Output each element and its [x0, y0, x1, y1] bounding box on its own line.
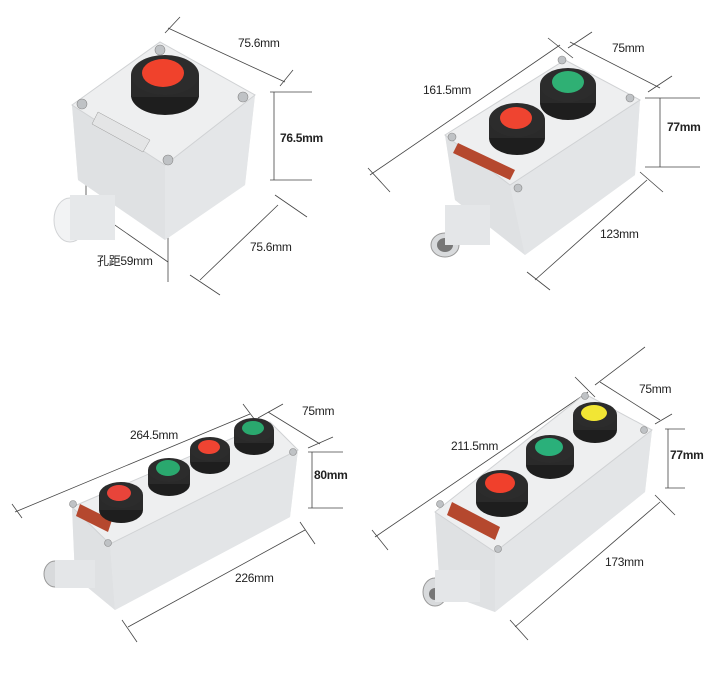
panel-two-buttons: 161.5mm 75mm 77mm 123mm [360, 0, 720, 341]
dim-width: 75mm [639, 382, 672, 396]
panel-single-button: 75.6mm 76.5mm 75.6mm 孔距59mm [0, 0, 360, 341]
dim-length: 161.5mm [423, 83, 471, 97]
dim-height: 76.5mm [280, 131, 323, 145]
dim-base-length: 226mm [235, 571, 274, 585]
two-button-box-illustration [367, 31, 700, 291]
red-button-icon [500, 107, 532, 129]
red-button-icon [485, 473, 515, 493]
dim-height: 77mm [670, 448, 704, 462]
dim-top-width: 75.6mm [238, 36, 280, 50]
dim-depth: 75.6mm [250, 240, 292, 254]
red-button-icon [107, 485, 131, 501]
dim-length: 264.5mm [130, 428, 178, 442]
panel-three-buttons: 211.5mm 75mm 77mm 173mm [360, 342, 720, 683]
red-button-icon [142, 59, 184, 87]
green-button-icon [552, 71, 584, 93]
four-button-box-illustration [11, 403, 343, 643]
green-button-icon [535, 438, 563, 456]
three-button-box-illustration [371, 346, 685, 641]
yellow-button-icon [581, 405, 607, 421]
dim-length: 211.5mm [451, 439, 499, 453]
red-button-icon [198, 440, 220, 454]
single-button-box-illustration [53, 16, 312, 296]
dim-width: 75mm [612, 41, 645, 55]
dim-height: 80mm [314, 468, 348, 482]
green-button-icon [242, 421, 264, 435]
dim-base-length: 173mm [605, 555, 644, 569]
green-button-icon [156, 460, 180, 476]
dim-hole-spacing: 孔距59mm [97, 254, 153, 268]
dim-height: 77mm [667, 120, 701, 134]
dim-width: 75mm [302, 404, 335, 418]
dim-base-length: 123mm [600, 227, 639, 241]
panel-four-buttons: 264.5mm 75mm 80mm 226mm [0, 342, 360, 683]
